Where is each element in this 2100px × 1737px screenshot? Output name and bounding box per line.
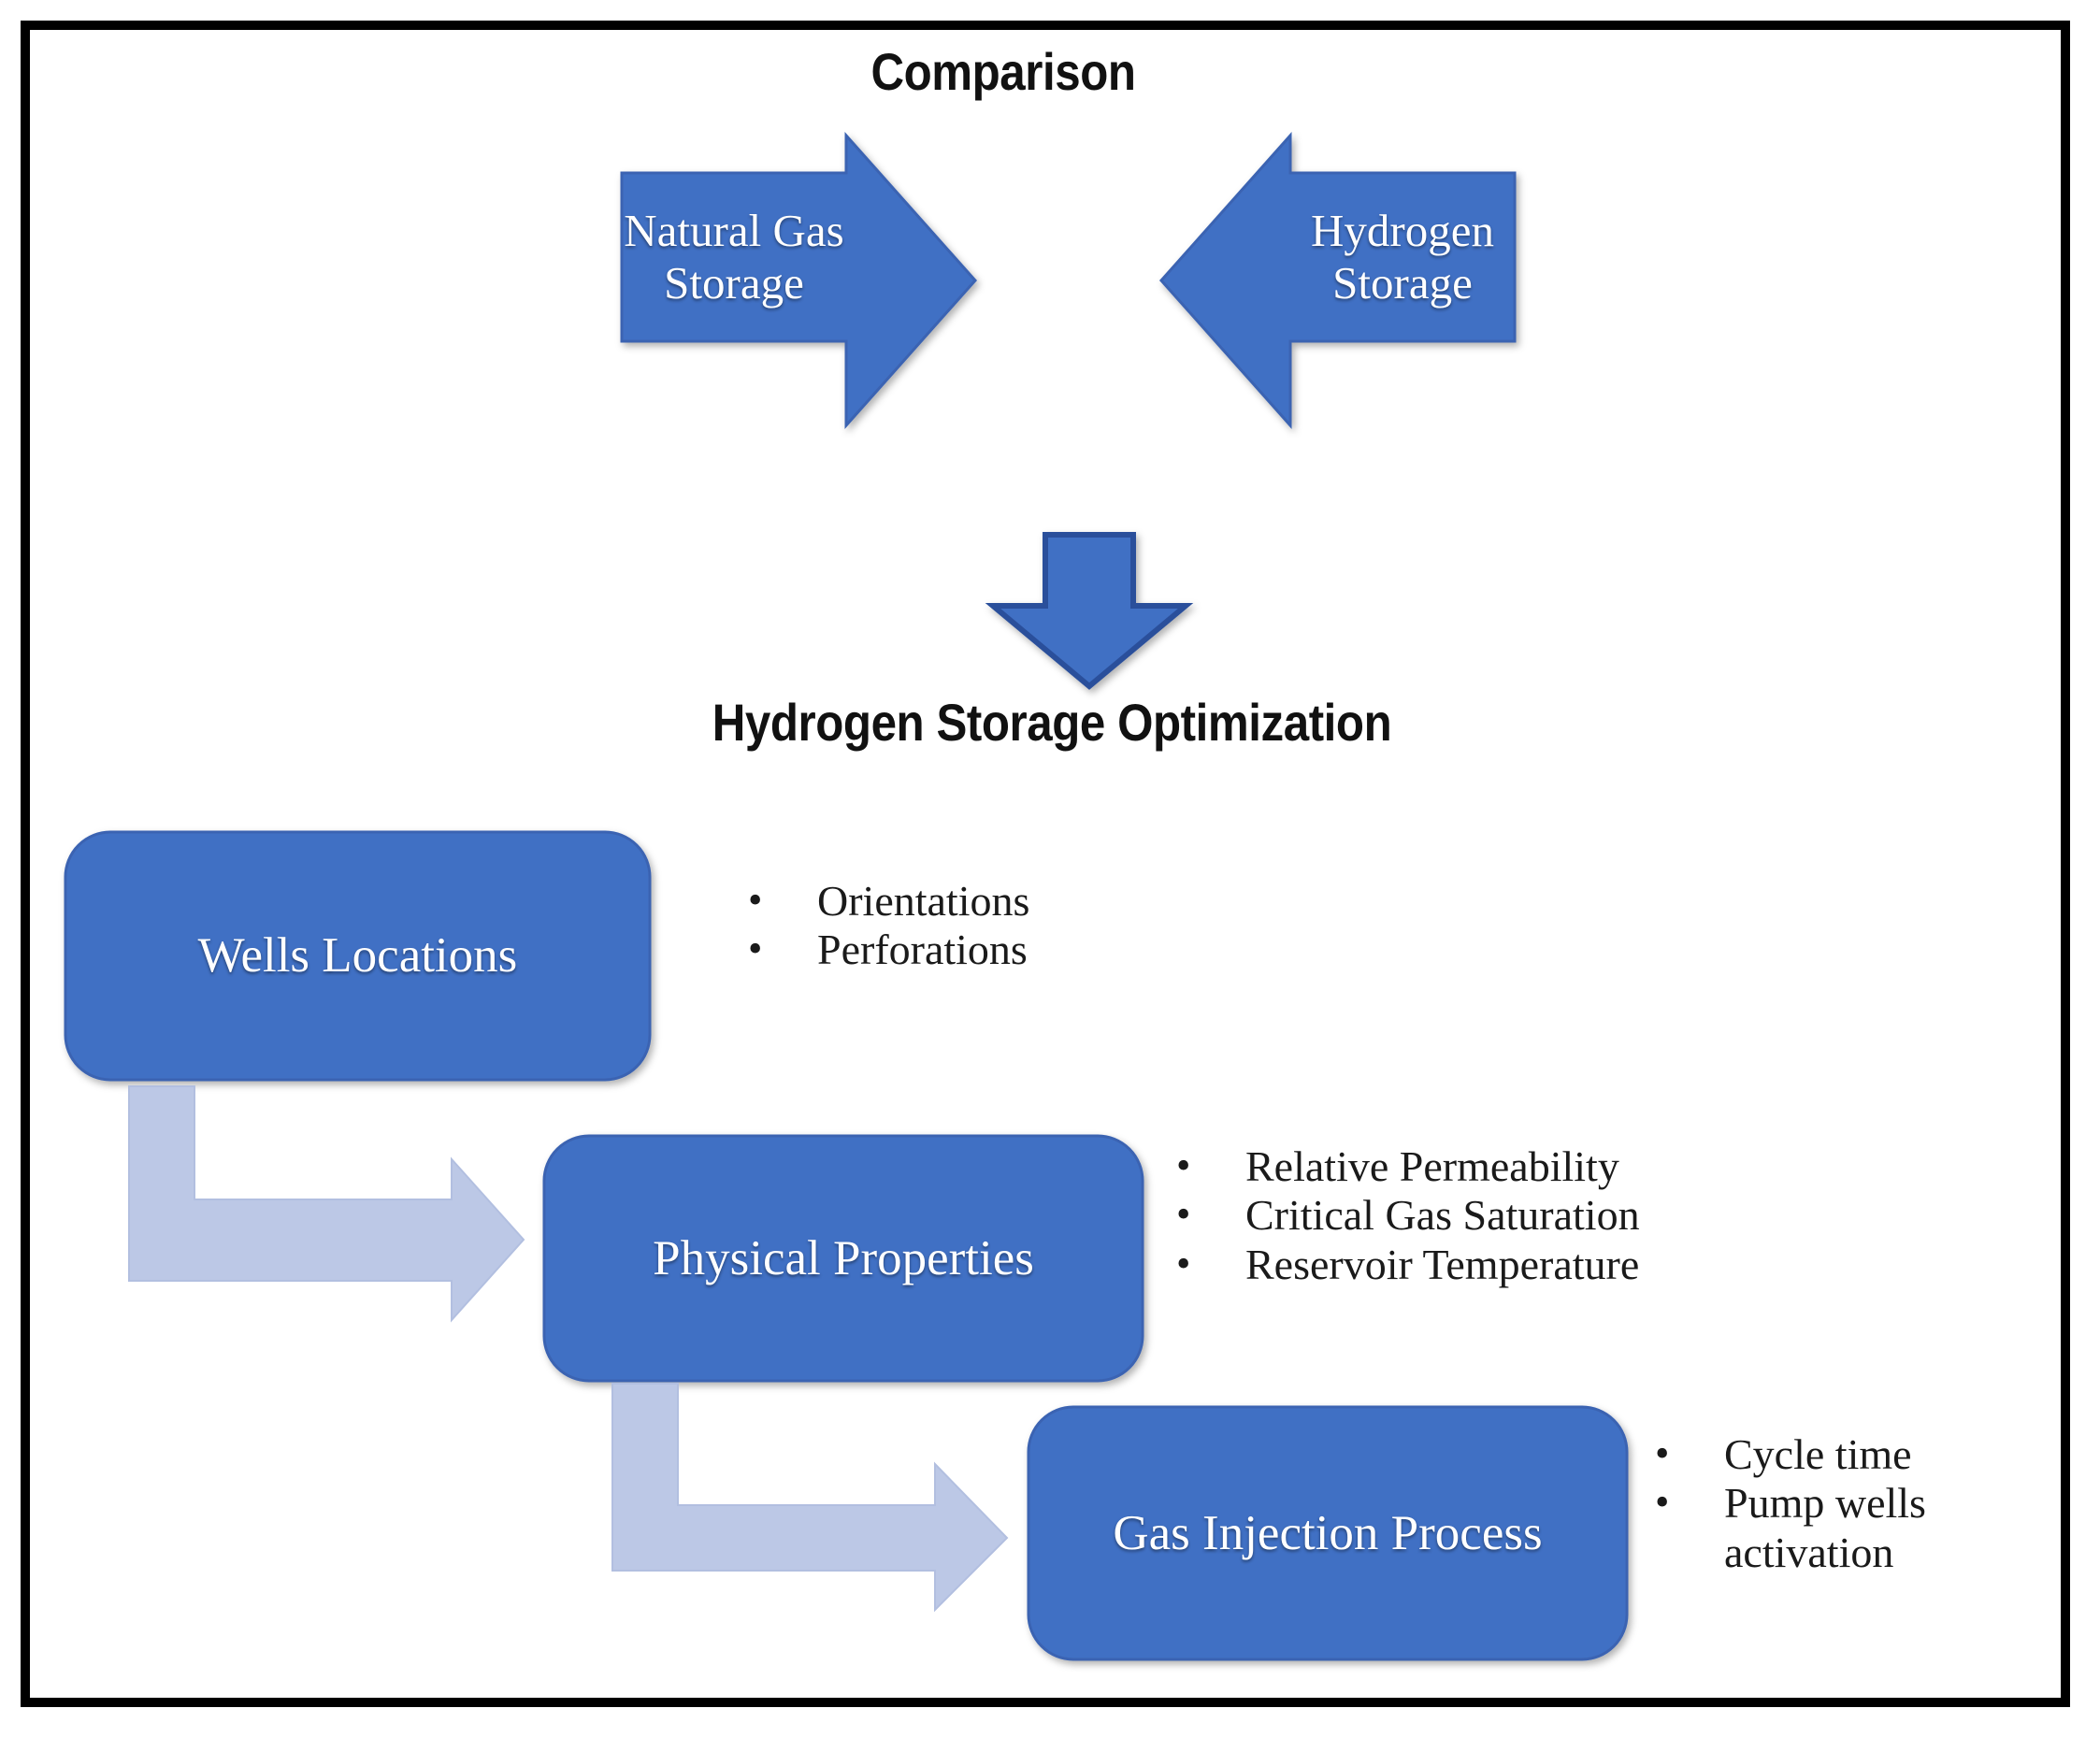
list-item: • Perforations [748, 926, 1029, 974]
down-arrow [985, 532, 1194, 690]
list-item: • Orientations [748, 877, 1029, 926]
bullet-marker-icon: • [1655, 1430, 1670, 1476]
list-item: • Reservoir Temperature [1176, 1241, 1640, 1289]
wells-locations-box [64, 830, 652, 1082]
natural-gas-storage-arrow [620, 132, 978, 429]
bullet-label: Critical Gas Saturation [1245, 1191, 1640, 1240]
list-item: • Cycle time [1655, 1430, 2048, 1479]
bullet-marker-icon: • [1176, 1191, 1191, 1238]
bullet-label: Orientations [817, 877, 1030, 925]
bullet-label: Pump wells activation [1724, 1479, 1926, 1576]
hydrogen-storage-arrow [1158, 132, 1517, 429]
bullet-marker-icon: • [748, 926, 763, 972]
connector-wells-to-physical [128, 1085, 525, 1323]
list-item: • Pump wells activation [1655, 1479, 2048, 1577]
list-item: • Critical Gas Saturation [1176, 1191, 1640, 1240]
hydrogen-storage-optimization-heading: Hydrogen Storage Optimization [712, 693, 1392, 752]
list-item: • Relative Permeability [1176, 1142, 1640, 1191]
bullet-label: Relative Permeability [1245, 1142, 1619, 1190]
wells-locations-bullets: • Orientations • Perforations [748, 877, 1029, 975]
bullet-marker-icon: • [1655, 1479, 1670, 1526]
connector-physical-to-gas [611, 1383, 1009, 1613]
bullet-label: Reservoir Temperature [1245, 1240, 1640, 1288]
gas-injection-process-box [1027, 1405, 1629, 1661]
gas-injection-process-bullets: • Cycle time • Pump wells activation [1655, 1430, 2048, 1577]
bullet-marker-icon: • [748, 877, 763, 923]
bullet-label: Perforations [817, 926, 1028, 974]
bullet-marker-icon: • [1176, 1142, 1191, 1188]
figure-border [21, 21, 2070, 1707]
physical-properties-bullets: • Relative Permeability • Critical Gas S… [1176, 1142, 1640, 1289]
physical-properties-box [542, 1134, 1144, 1383]
bullet-marker-icon: • [1176, 1240, 1191, 1286]
bullet-label: Cycle time [1724, 1430, 1912, 1478]
comparison-heading: Comparison [870, 42, 1136, 101]
